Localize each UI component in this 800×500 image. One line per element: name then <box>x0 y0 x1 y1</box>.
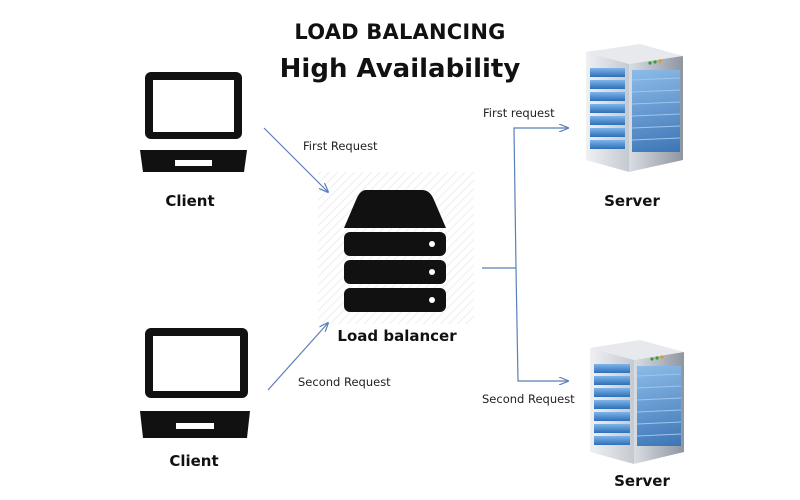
arrow-lb-to-server2 <box>515 267 568 381</box>
edge-label-second-request: Second Request <box>298 375 391 389</box>
arrow-client2-to-lb <box>267 323 328 391</box>
server-1-label: Server <box>604 192 660 210</box>
edge-label-second-request-server: Second Request <box>482 392 575 406</box>
client-2-label: Client <box>169 452 219 470</box>
client-1-laptop-icon <box>140 72 247 172</box>
arrow-lb-to-server1 <box>482 128 568 269</box>
diagram-title: LOAD BALANCING <box>294 20 506 44</box>
load-balancer-label: Load balancer <box>337 327 457 345</box>
edge-label-first-request-server: First request <box>483 106 555 120</box>
server-1-icon <box>586 44 683 172</box>
load-balancer-icon <box>318 172 474 324</box>
server-2-label: Server <box>614 472 670 490</box>
client-2-laptop-icon <box>140 328 250 438</box>
client-1-label: Client <box>165 192 215 210</box>
diagram-subtitle: High Availability <box>279 54 521 84</box>
edge-label-first-request: First Request <box>303 139 378 153</box>
arrow-client1-to-lb <box>263 127 328 192</box>
server-2-icon <box>590 340 684 464</box>
